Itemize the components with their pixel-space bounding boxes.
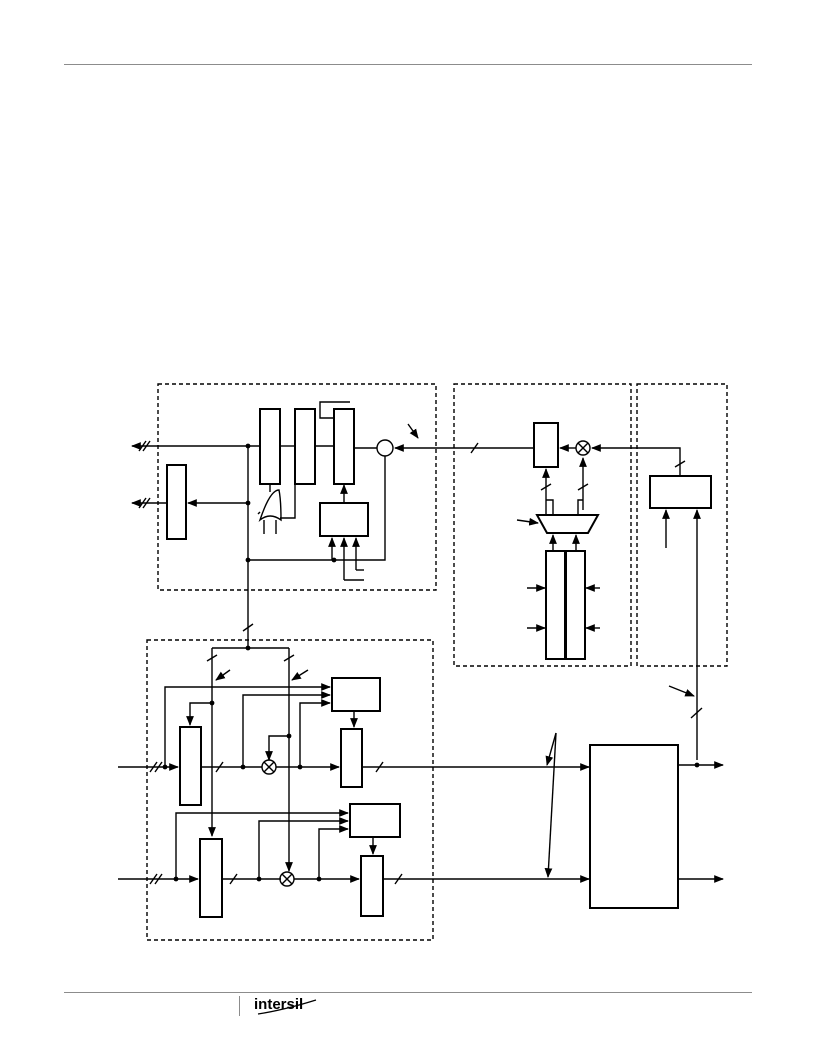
- header-rule: [64, 64, 752, 65]
- mid-register: [533, 422, 559, 468]
- pointer-right: [668, 685, 695, 697]
- pointer-sum: [407, 423, 419, 439]
- pointer-lower: [545, 732, 557, 766]
- mux: [535, 514, 600, 534]
- ch1-block-a: [179, 726, 202, 806]
- output-block-large: [589, 744, 679, 909]
- memory-column-left: [545, 550, 566, 660]
- register-block-3: [333, 408, 355, 485]
- logo-swoosh-icon: [257, 999, 317, 1015]
- footer-divider: [239, 996, 240, 1016]
- memory-column-right: [565, 550, 586, 660]
- right-block: [649, 475, 712, 509]
- or-gate: [258, 489, 282, 523]
- ch1-block-b: [340, 728, 363, 788]
- region-top-left: [157, 383, 437, 591]
- control-block: [319, 502, 369, 537]
- ch1-control: [331, 677, 381, 712]
- output-block-left: [166, 464, 187, 540]
- logo-wordmark: intersil: [254, 996, 304, 1013]
- register-block-2: [294, 408, 316, 485]
- ch2-control: [349, 803, 401, 838]
- region-top-middle: [453, 383, 632, 667]
- sum-node: [376, 439, 394, 457]
- register-block-1: [259, 408, 281, 485]
- region-bottom-left: [146, 639, 434, 941]
- intersil-logo: intersil: [254, 996, 334, 1018]
- region-top-right: [636, 383, 728, 667]
- footer-rule: [64, 992, 752, 993]
- ch2-block-a: [199, 838, 223, 918]
- ch2-block-b: [360, 855, 384, 917]
